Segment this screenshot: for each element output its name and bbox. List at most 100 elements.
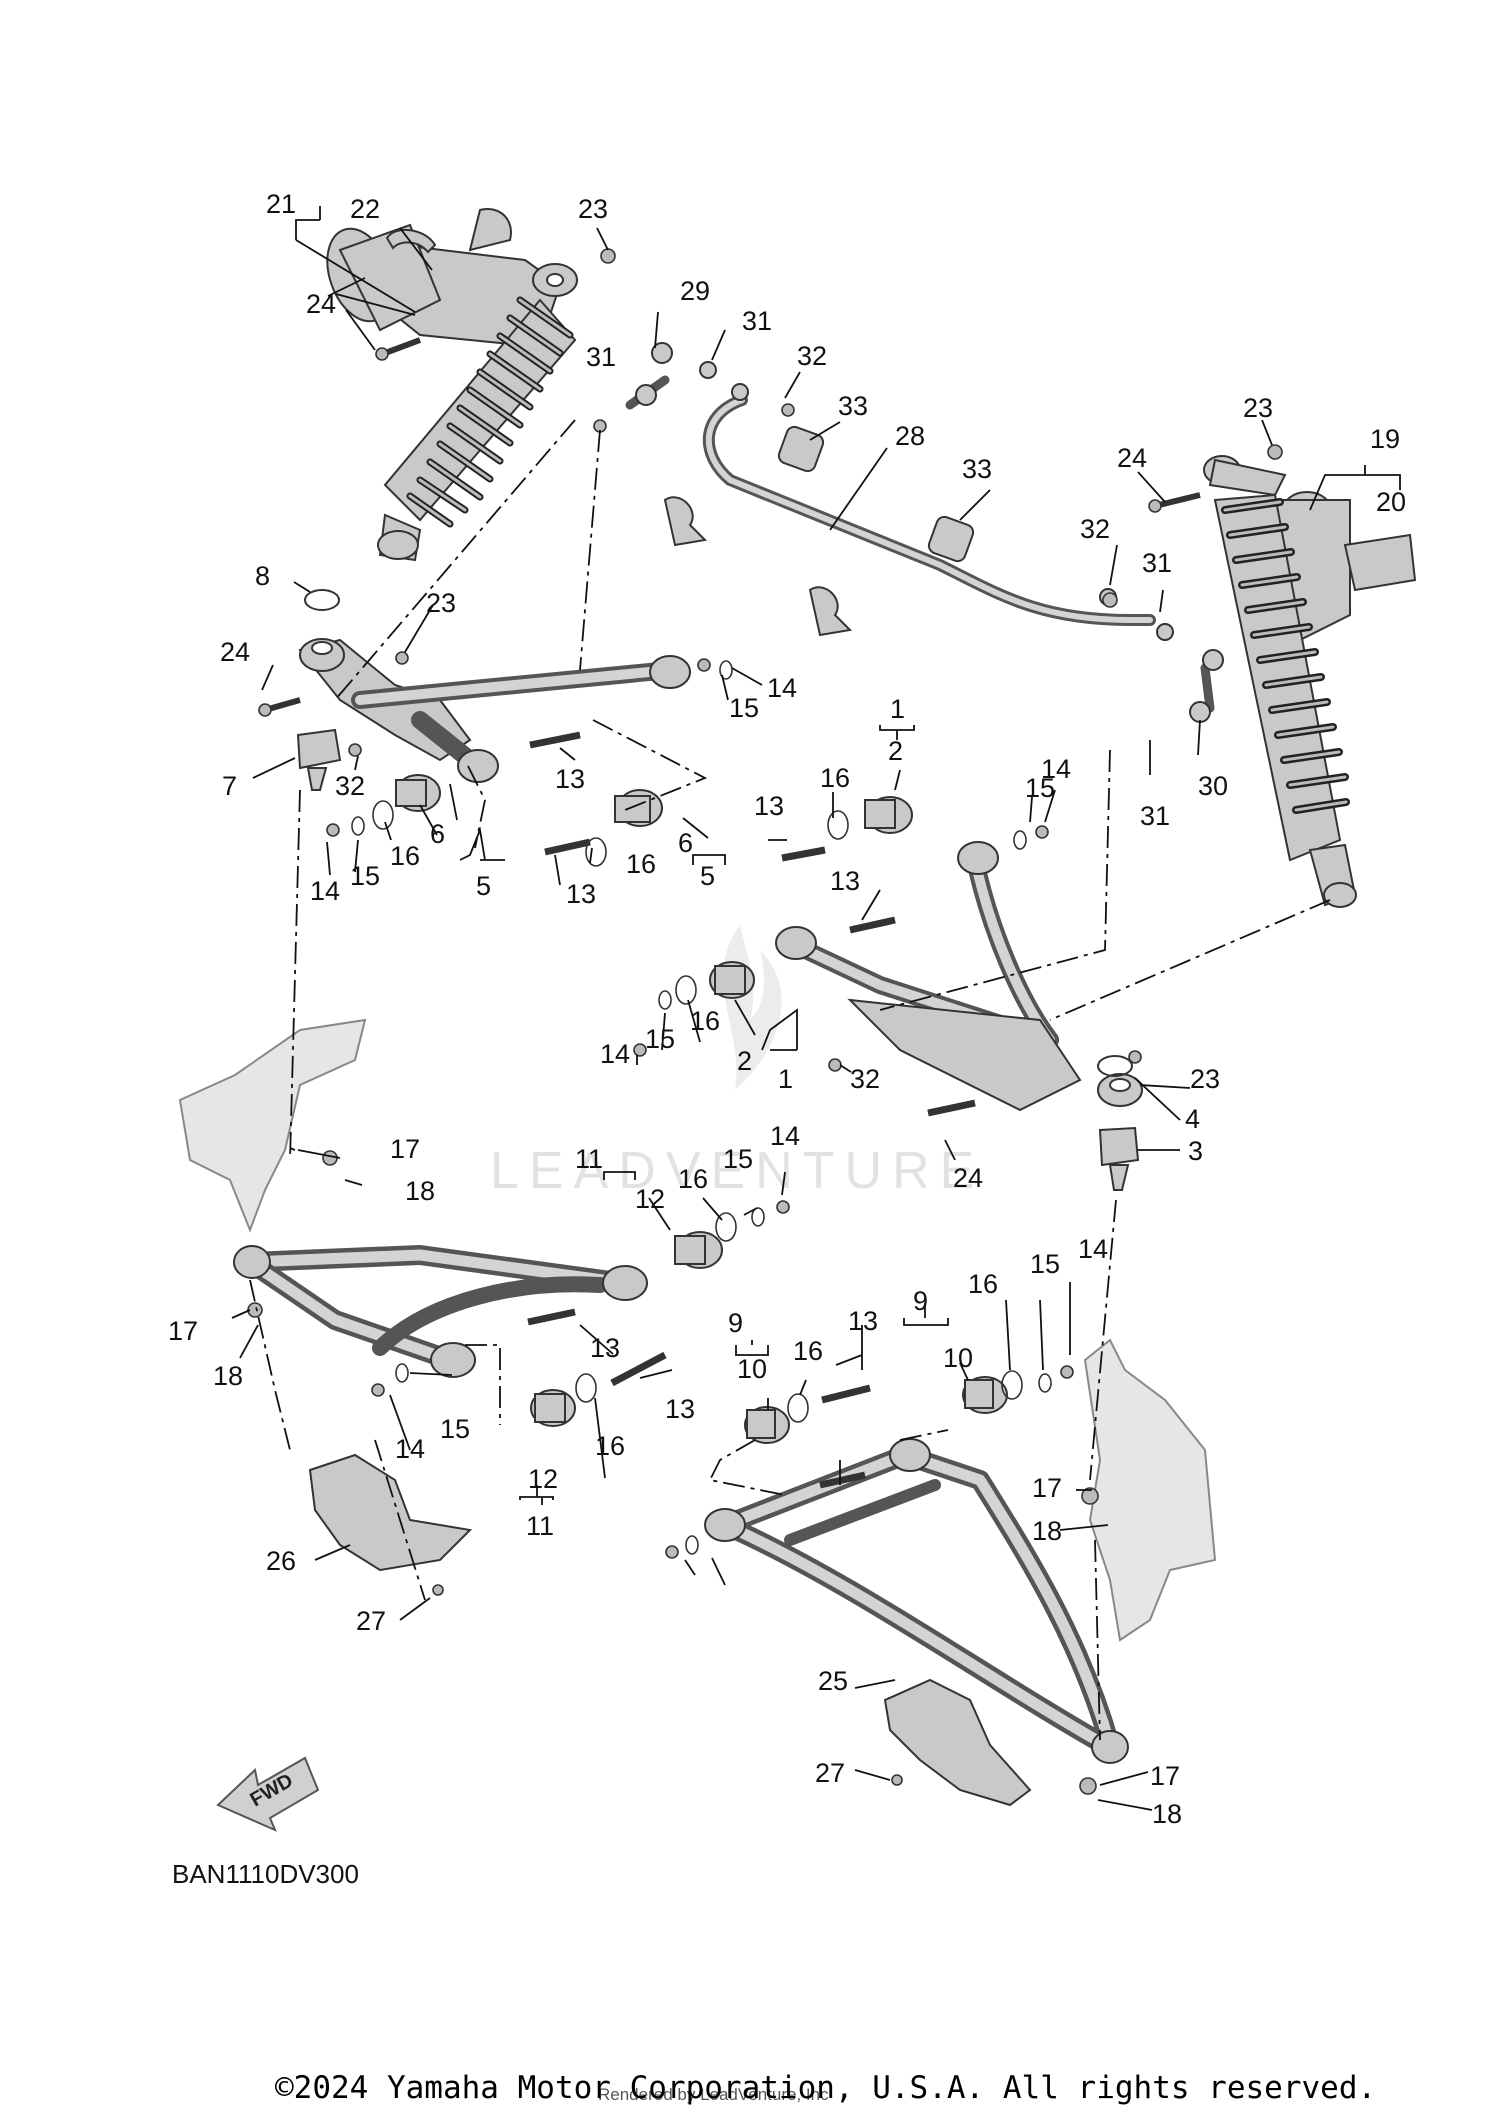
callout-5: 5 <box>476 871 491 901</box>
callout-labels: 21 22 23 24 29 31 31 32 33 28 23 19 24 2… <box>168 189 1406 1829</box>
bushing-6b <box>614 789 663 827</box>
callout-6b: 6 <box>678 828 693 858</box>
bushing-10b <box>962 1376 1008 1414</box>
ball-joint-7 <box>296 728 342 791</box>
callout-23c: 23 <box>1190 1064 1220 1094</box>
callout-13h: 13 <box>848 1306 878 1336</box>
callout-32-right: 32 <box>1080 514 1110 544</box>
callout-15e: 15 <box>723 1144 753 1174</box>
rendered-by-text: Rendered by LeadVenture, Inc <box>598 2085 829 2104</box>
callout-15f: 15 <box>440 1414 470 1444</box>
callout-14e: 14 <box>770 1121 800 1151</box>
callout-14f: 14 <box>1078 1234 1108 1264</box>
skid-plate-26 <box>308 1453 473 1572</box>
callout-4: 4 <box>1185 1104 1200 1134</box>
callout-15: 15 <box>729 693 759 723</box>
watermark-logo <box>723 925 782 1090</box>
callout-13f: 13 <box>590 1333 620 1363</box>
callout-3: 3 <box>1188 1136 1203 1166</box>
callout-13c: 13 <box>754 791 784 821</box>
callout-31: 31 <box>742 306 772 336</box>
callout-17d: 17 <box>1150 1761 1180 1791</box>
callout-16f: 16 <box>595 1431 625 1461</box>
callout-24: 24 <box>306 289 336 319</box>
hardware <box>247 248 1283 1795</box>
callout-31d: 31 <box>1140 801 1170 831</box>
callout-14d: 14 <box>600 1039 630 1069</box>
callout-12: 12 <box>635 1184 665 1214</box>
callout-31c: 31 <box>1142 548 1172 578</box>
bushing-10a <box>744 1406 790 1444</box>
callout-18c: 18 <box>1032 1516 1062 1546</box>
alignment-lines <box>249 419 1331 1741</box>
callout-28: 28 <box>895 421 925 451</box>
bushing-2b <box>709 961 755 999</box>
upper-arm-right <box>775 841 1143 1112</box>
callout-15g: 15 <box>1030 1249 1060 1279</box>
callout-16: 16 <box>390 841 420 871</box>
callout-16b: 16 <box>626 849 656 879</box>
skid-plate-25 <box>883 1678 1032 1807</box>
callout-30: 30 <box>1198 771 1228 801</box>
callout-32: 32 <box>797 341 827 371</box>
callout-13: 13 <box>555 764 585 794</box>
watermark-text: LEADVENTURE <box>490 1142 984 1200</box>
callout-16g: 16 <box>793 1336 823 1366</box>
callout-11: 11 <box>575 1144 603 1174</box>
callout-5b: 5 <box>700 861 715 891</box>
callout-10b: 10 <box>943 1343 973 1373</box>
callout-29: 29 <box>680 276 710 306</box>
callout-6: 6 <box>430 819 445 849</box>
lower-arm-right <box>704 1438 1129 1764</box>
callout-27: 27 <box>356 1606 386 1636</box>
callout-9b: 9 <box>913 1286 928 1316</box>
callout-14b: 14 <box>310 876 340 906</box>
callout-16h: 16 <box>968 1269 998 1299</box>
callout-27b: 27 <box>815 1758 845 1788</box>
leader-lines <box>231 206 1401 1811</box>
callout-14g: 14 <box>395 1434 425 1464</box>
callout-8: 8 <box>255 561 270 591</box>
stabilizer-link-right <box>1099 588 1224 723</box>
callout-14c: 14 <box>1041 754 1071 784</box>
callout-13b: 13 <box>566 879 596 909</box>
callout-13d: 13 <box>830 866 860 896</box>
callout-15c: 15 <box>1025 773 1055 803</box>
callout-19: 19 <box>1370 424 1400 454</box>
callout-22: 22 <box>350 194 380 224</box>
right-shock-absorber <box>1203 455 1417 908</box>
callout-18b: 18 <box>213 1361 243 1391</box>
callout-32c: 32 <box>850 1064 880 1094</box>
callout-25: 25 <box>818 1666 848 1696</box>
knuckle-right <box>1083 1338 1217 1642</box>
stabilizer-bar <box>663 394 1156 637</box>
diagram-code: BAN1110DV300 <box>172 1859 359 1889</box>
stabilizer-link-left <box>625 342 749 410</box>
callout-17b: 17 <box>168 1316 198 1346</box>
callout-16c: 16 <box>820 763 850 793</box>
callout-2: 2 <box>888 736 903 766</box>
callout-21: 21 <box>266 189 296 219</box>
copyright-text: ©2024 Yamaha Motor Corporation, U.S.A. A… <box>275 2070 1376 2106</box>
knuckle-left <box>178 1018 367 1233</box>
callout-9: 9 <box>728 1308 743 1338</box>
callout-18d: 18 <box>1152 1799 1182 1829</box>
callout-33: 33 <box>838 391 868 421</box>
callout-10: 10 <box>737 1354 767 1384</box>
callout-23: 23 <box>578 194 608 224</box>
bushing-12a <box>674 1231 723 1269</box>
snap-ring-4 <box>1097 1055 1133 1077</box>
left-shock-absorber <box>326 208 578 562</box>
callout-13g: 13 <box>665 1394 695 1424</box>
callout-16e: 16 <box>678 1164 708 1194</box>
snap-ring-8 <box>304 589 340 611</box>
callout-7: 7 <box>222 771 237 801</box>
callout-15b: 15 <box>350 861 380 891</box>
callout-17c: 17 <box>1032 1473 1062 1503</box>
bushing-2a <box>864 796 913 834</box>
callout-1b: 1 <box>778 1064 793 1094</box>
ball-joint-3 <box>1098 1126 1140 1191</box>
callout-33b: 33 <box>962 454 992 484</box>
callout-26: 26 <box>266 1546 296 1576</box>
callout-12b: 12 <box>528 1464 558 1494</box>
